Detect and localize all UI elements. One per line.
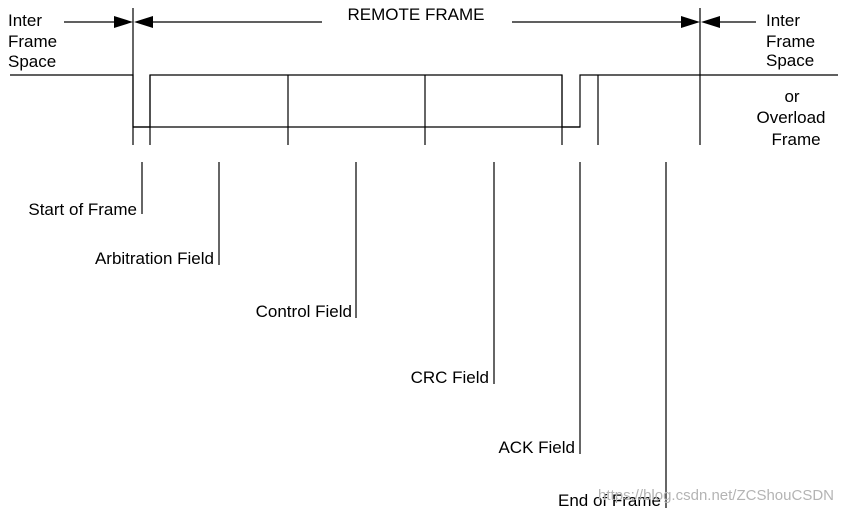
inter-frame-space-left-line-3: Space: [8, 52, 56, 71]
bus-waveform: [10, 74, 838, 128]
inter-frame-left-arrow-icon: [114, 16, 133, 28]
control-field-label: Control Field: [256, 302, 352, 321]
overload-frame-line-1: or: [784, 87, 799, 106]
end-of-frame-label: End of Frame: [558, 491, 661, 510]
start-of-frame-label: Start of Frame: [28, 200, 137, 219]
diagram-title: REMOTE FRAME: [348, 5, 485, 24]
watermark: https://blog.csdn.net/ZCShouCSDN: [598, 487, 834, 504]
frame-end-arrow-icon: [681, 16, 700, 28]
inter-frame-space-right-line-2: Frame: [766, 32, 815, 51]
crc-field-label: CRC Field: [411, 368, 489, 387]
inter-frame-space-right-line-1: Inter: [766, 11, 800, 30]
overload-frame-line-2: Overload: [757, 108, 826, 127]
arbitration-field-label: Arbitration Field: [95, 249, 214, 268]
inter-frame-right-arrow-icon: [701, 16, 720, 28]
inter-frame-space-right-line-3: Space: [766, 51, 814, 70]
inter-frame-space-left-line-2: Frame: [8, 32, 57, 51]
ack-field-label: ACK Field: [498, 438, 575, 457]
overload-frame-line-3: Frame: [771, 130, 820, 149]
frame-start-arrow-icon: [134, 16, 153, 28]
inter-frame-space-left-line-1: Inter: [8, 11, 42, 30]
